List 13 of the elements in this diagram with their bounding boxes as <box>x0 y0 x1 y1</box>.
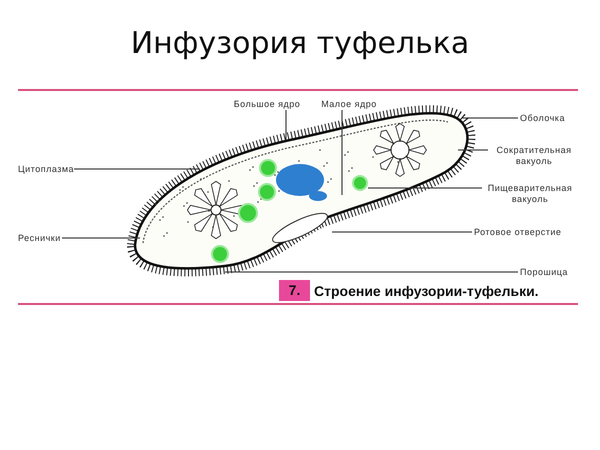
figure-caption: Строение инфузории-туфельки. <box>314 283 539 299</box>
part-label: Ротовое отверстие <box>474 227 584 238</box>
part-label: Реснички <box>18 233 78 244</box>
part-label: Большое ядро <box>222 99 312 110</box>
leader-line <box>74 168 200 170</box>
part-label: Малое ядро <box>314 99 384 110</box>
part-label: Оболочка <box>520 113 590 124</box>
slide-title: Инфузория туфелька <box>130 26 470 61</box>
part-label: Цитоплазма <box>18 164 88 175</box>
part-label: Порошица <box>520 267 580 278</box>
part-label: Сократительная вакуоль <box>488 145 580 167</box>
part-label: Пищеварительная вакуоль <box>480 183 580 205</box>
figure-number: 7. <box>279 280 310 301</box>
